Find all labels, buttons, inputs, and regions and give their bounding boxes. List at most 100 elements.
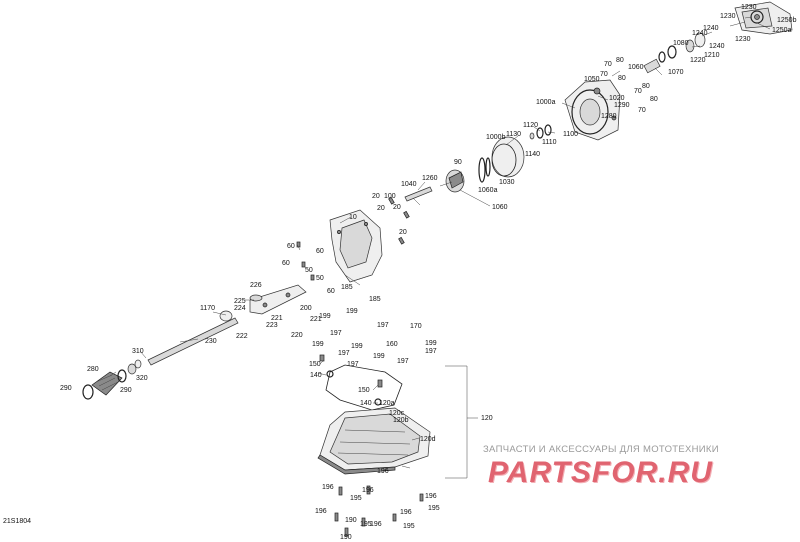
callout-70: 70 — [600, 71, 608, 78]
diagram-code: 21S1804 — [3, 518, 32, 525]
callout-1030: 1030 — [499, 179, 515, 186]
callout-199: 199 — [425, 340, 437, 347]
callout-50: 50 — [316, 275, 324, 282]
callout-70: 70 — [638, 107, 646, 114]
callout-195: 195 — [403, 523, 415, 530]
callout-1000b: 1000b — [486, 134, 506, 141]
callout-197: 197 — [397, 358, 409, 365]
impeller[interactable] — [445, 157, 491, 193]
callout-60: 60 — [316, 248, 324, 255]
impeller-seals[interactable] — [529, 124, 552, 140]
callout-320: 320 — [136, 375, 148, 382]
callout-1140: 1140 — [525, 151, 540, 158]
callout-290: 290 — [60, 385, 72, 392]
callout-100: 100 — [384, 193, 396, 200]
callout-280: 280 — [87, 366, 99, 373]
boot-assembly[interactable] — [82, 359, 142, 400]
part-callouts: 1230 1250a 1250b 1230 1240 1240 1230 108… — [60, 4, 797, 541]
callout-1170: 1170 — [200, 305, 215, 312]
callout-120: 120 — [481, 415, 493, 422]
callout-290: 290 — [120, 387, 132, 394]
callout-221: 221 — [310, 316, 322, 323]
watermark-tagline: ЗАПЧАСТИ И АКСЕССУАРЫ ДЛЯ МОТОТЕХНИКИ — [483, 444, 719, 455]
callout-1130: 1130 — [506, 131, 521, 138]
callout-60: 60 — [327, 288, 335, 295]
venturi-frame[interactable] — [329, 209, 383, 283]
callout-1240: 1240 — [703, 25, 719, 32]
wear-ring[interactable] — [491, 136, 525, 178]
callout-60: 60 — [287, 243, 295, 250]
callout-150: 150 — [309, 361, 321, 368]
driveshaft-stub[interactable] — [404, 186, 433, 202]
callout-195: 195 — [350, 495, 362, 502]
callout-120b: 120b — [393, 417, 409, 424]
callout-20: 20 — [377, 205, 385, 212]
callout-120a: 120a — [379, 400, 395, 407]
grate-screws[interactable] — [334, 485, 424, 537]
pump-cone-assembly[interactable] — [734, 1, 793, 35]
callout-120c: 120c — [389, 410, 405, 417]
callout-1060a: 1060a — [478, 187, 498, 194]
callout-310: 310 — [132, 348, 144, 355]
callout-20: 20 — [393, 204, 401, 211]
callout-20: 20 — [399, 229, 407, 236]
callout-200: 200 — [300, 305, 312, 312]
bearing-stack[interactable] — [643, 32, 706, 74]
callout-197: 197 — [377, 322, 389, 329]
intake-grate-plate[interactable] — [317, 407, 431, 475]
callout-196: 196 — [370, 521, 382, 528]
callout-10: 10 — [349, 214, 357, 221]
group-bracket-1060 — [459, 189, 491, 207]
callout-1060: 1060 — [628, 64, 644, 71]
callout-1100: 1100 — [563, 131, 578, 138]
callout-1290: 1290 — [614, 102, 630, 109]
callout-1240: 1240 — [709, 43, 725, 50]
mount-bolts-upper[interactable] — [296, 196, 410, 281]
ride-plate-gasket[interactable] — [319, 354, 403, 411]
callout-1060: 1060 — [492, 204, 508, 211]
callout-140: 140 — [310, 372, 322, 379]
callout-80: 80 — [618, 75, 626, 82]
callout-195: 195 — [360, 521, 372, 528]
callout-196: 196 — [400, 509, 412, 516]
callout-1080: 1080 — [673, 40, 689, 47]
callout-1230: 1230 — [720, 13, 736, 20]
callout-1230: 1230 — [741, 4, 757, 11]
callout-199: 199 — [346, 308, 358, 315]
callout-224: 224 — [234, 305, 246, 312]
watermark-logo: PARTSFOR.RU — [488, 456, 713, 489]
callout-20: 20 — [372, 193, 380, 200]
callout-80: 80 — [642, 83, 650, 90]
callout-185: 185 — [369, 296, 381, 303]
callout-1000a: 1000a — [536, 99, 556, 106]
bearing-bracket-plate[interactable] — [249, 284, 307, 315]
impeller-housing[interactable] — [564, 79, 621, 141]
callout-196: 196 — [315, 508, 327, 515]
callout-196: 196 — [322, 484, 334, 491]
callout-1220: 1220 — [690, 57, 706, 64]
callout-197: 197 — [338, 350, 350, 357]
leader-lines — [109, 16, 771, 469]
callout-1260: 1260 — [422, 175, 438, 182]
callout-60: 60 — [282, 260, 290, 267]
callout-197: 197 — [347, 361, 359, 368]
callout-160: 160 — [386, 341, 398, 348]
callout-90: 90 — [454, 159, 462, 166]
callout-199: 199 — [373, 353, 385, 360]
callout-196: 196 — [377, 468, 389, 475]
group-bracket-120 — [445, 365, 478, 479]
callout-1210: 1210 — [704, 52, 720, 59]
callout-140: 140 — [360, 400, 372, 407]
callout-1250a: 1250a — [772, 27, 792, 34]
callout-196: 196 — [425, 493, 437, 500]
callout-197: 197 — [330, 330, 342, 337]
driveshaft[interactable] — [147, 310, 239, 366]
callout-222: 222 — [236, 333, 248, 340]
callout-199: 199 — [319, 313, 331, 320]
callout-1110: 1110 — [542, 139, 557, 146]
callout-199: 199 — [312, 341, 324, 348]
callout-1020: 1020 — [609, 95, 625, 102]
callout-170: 170 — [410, 323, 422, 330]
callout-1050: 1050 — [584, 76, 600, 83]
